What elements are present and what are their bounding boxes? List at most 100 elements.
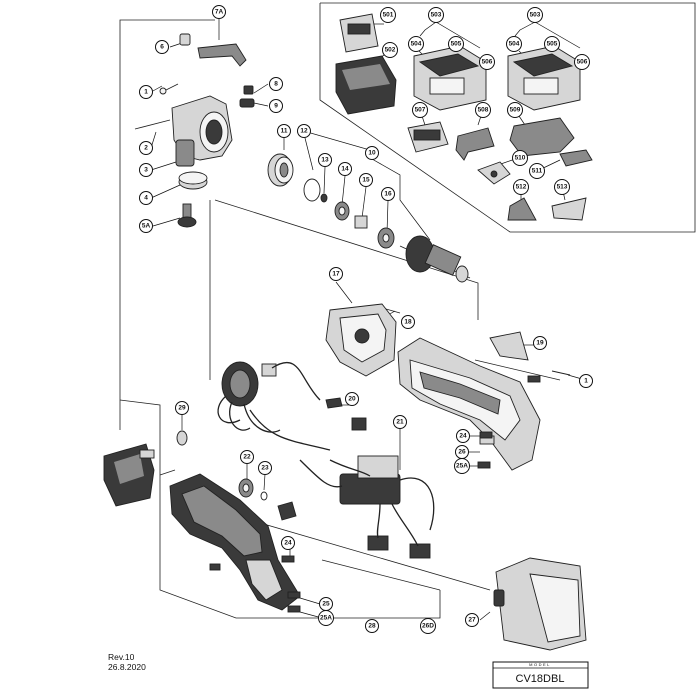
callout-label: 24: [459, 433, 467, 440]
callout-label: 29: [178, 405, 186, 412]
callout-29[interactable]: 29: [175, 401, 189, 415]
callout-26d[interactable]: 26D: [420, 618, 436, 634]
callout-label: 19: [536, 340, 544, 347]
callout-16[interactable]: 16: [381, 187, 395, 201]
callout-label: 11: [281, 128, 288, 135]
callout-circle: [365, 146, 379, 160]
switch-lever-part: [325, 397, 343, 409]
callout-25[interactable]: 25: [319, 597, 333, 611]
callout-12[interactable]: 12: [297, 124, 311, 138]
callout-label: 21: [396, 419, 404, 426]
callout-10[interactable]: 10: [365, 146, 379, 160]
callout-label: 4: [144, 195, 148, 202]
pin-part: [134, 119, 171, 130]
stator-assembly-part: [217, 361, 331, 451]
right-housing-part: [397, 337, 541, 471]
callout-505[interactable]: 505: [544, 36, 560, 52]
callout-circle: [318, 610, 334, 626]
callout-17[interactable]: 17: [329, 267, 343, 281]
callout-19[interactable]: 19: [533, 336, 547, 350]
plate-part: [287, 591, 301, 599]
callout-25a[interactable]: 25A: [454, 458, 470, 474]
callout-23[interactable]: 23: [258, 461, 272, 475]
callout-503[interactable]: 503: [527, 7, 543, 23]
bearing-part: [334, 201, 350, 221]
clip-part: [243, 85, 254, 95]
callout-label: 12: [300, 128, 308, 135]
callout-label: 511: [532, 168, 543, 175]
callout-15[interactable]: 15: [359, 173, 373, 187]
callout-circle: [475, 102, 491, 118]
plate-part: [477, 461, 491, 469]
callout-22[interactable]: 22: [240, 450, 254, 464]
callout-11[interactable]: 11: [277, 124, 291, 138]
callout-circle: [544, 36, 560, 52]
callout-25a[interactable]: 25A: [318, 610, 334, 626]
callout-6[interactable]: 6: [155, 40, 169, 54]
callout-506[interactable]: 506: [574, 54, 590, 70]
callout-512[interactable]: 512: [513, 179, 529, 195]
clip-part: [277, 501, 297, 521]
sleeve-part: [176, 430, 188, 446]
callout-4[interactable]: 4: [139, 191, 153, 205]
callout-circle: [382, 42, 398, 58]
callout-circle: [345, 392, 359, 406]
callout-24[interactable]: 24: [456, 429, 470, 443]
callout-508[interactable]: 508: [475, 102, 491, 118]
callout-3[interactable]: 3: [139, 163, 153, 177]
square-washer-part: [354, 215, 368, 229]
left-housing-part: [169, 473, 301, 611]
callout-502[interactable]: 502: [382, 42, 398, 58]
callout-label: 507: [415, 107, 426, 114]
callout-circle: [527, 7, 543, 23]
callout-501[interactable]: 501: [380, 7, 396, 23]
callout-9[interactable]: 9: [269, 99, 283, 113]
callout-circle: [139, 191, 153, 205]
callout-13[interactable]: 13: [318, 153, 332, 167]
callout-1[interactable]: 1: [139, 85, 153, 99]
callout-27[interactable]: 27: [465, 613, 479, 627]
callout-507[interactable]: 507: [412, 102, 428, 118]
callout-21[interactable]: 21: [393, 415, 407, 429]
callout-2[interactable]: 2: [139, 141, 153, 155]
callout-503[interactable]: 503: [428, 7, 444, 23]
callout-18[interactable]: 18: [401, 315, 415, 329]
callout-label: 504: [411, 41, 422, 48]
callout-circle: [240, 450, 254, 464]
callout-26[interactable]: 26: [455, 445, 469, 459]
callout-circle: [212, 5, 226, 19]
callout-label: 7A: [215, 9, 224, 16]
callout-513[interactable]: 513: [554, 179, 570, 195]
callout-8[interactable]: 8: [269, 77, 283, 91]
callout-511[interactable]: 511: [529, 163, 545, 179]
callout-label: 23: [261, 465, 269, 472]
callout-5a[interactable]: 5A: [139, 219, 153, 233]
callout-label: 502: [385, 47, 396, 54]
callout-1[interactable]: 1: [579, 374, 593, 388]
callout-14[interactable]: 14: [338, 162, 352, 176]
callout-label: 508: [478, 107, 489, 114]
callout-label: 506: [577, 59, 588, 66]
callout-20[interactable]: 20: [345, 392, 359, 406]
callout-label: 26D: [422, 623, 434, 630]
callout-label: 3: [144, 167, 148, 174]
plate-part: [209, 563, 221, 571]
callout-circle: [408, 36, 424, 52]
callout-24[interactable]: 24: [281, 536, 295, 550]
callout-505[interactable]: 505: [448, 36, 464, 52]
callout-7a[interactable]: 7A: [212, 5, 226, 19]
controller-part: [299, 455, 435, 559]
callout-label: 501: [383, 12, 394, 19]
callout-circle: [258, 461, 272, 475]
callout-label: 1: [584, 378, 588, 385]
insert-tray-part: [509, 117, 575, 157]
callout-510[interactable]: 510: [512, 150, 528, 166]
callout-509[interactable]: 509: [507, 102, 523, 118]
callout-circle: [139, 141, 153, 155]
callout-504[interactable]: 504: [506, 36, 522, 52]
callout-504[interactable]: 504: [408, 36, 424, 52]
callout-28[interactable]: 28: [365, 619, 379, 633]
callout-circle: [428, 7, 444, 23]
callout-506[interactable]: 506: [479, 54, 495, 70]
